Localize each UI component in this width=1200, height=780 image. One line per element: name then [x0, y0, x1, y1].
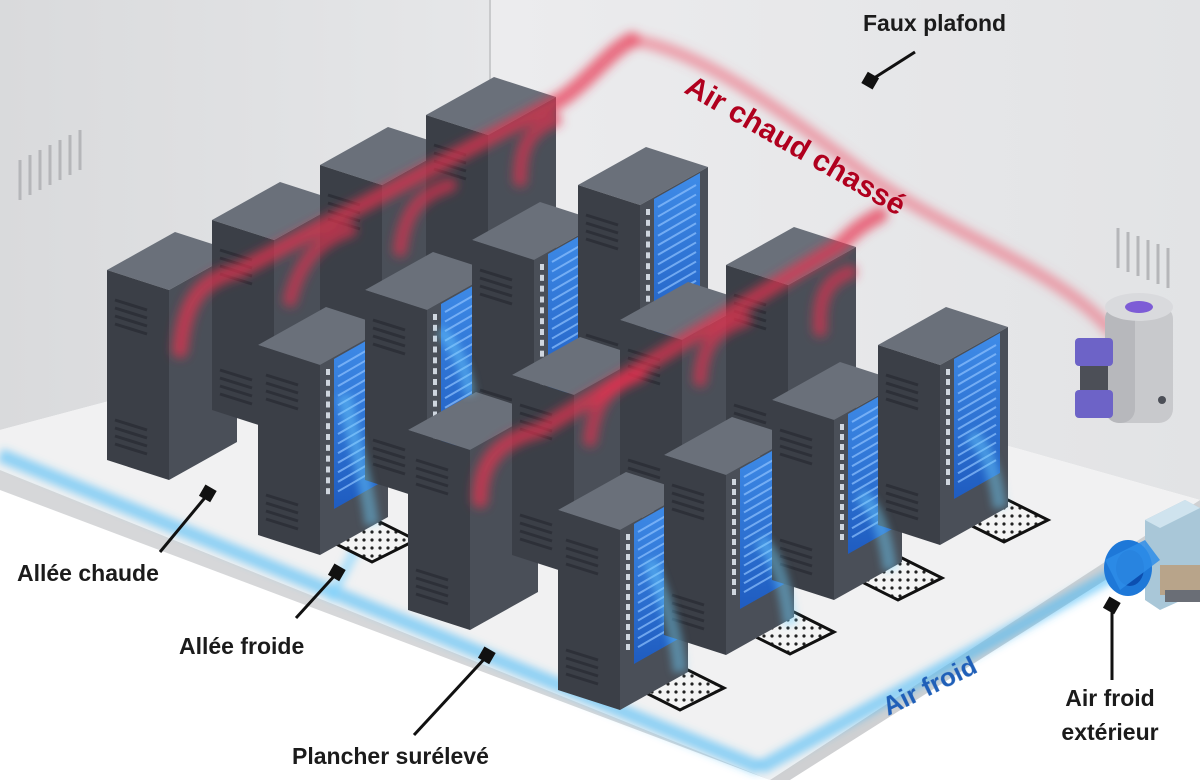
- callout-marker-icon: [477, 646, 496, 665]
- raised-floor-edge-left: [0, 470, 770, 780]
- label-air-froid-ext-line1: Air froid: [1065, 685, 1154, 711]
- callout-faux-plafond: [861, 50, 916, 90]
- callout-marker-icon: [327, 563, 346, 582]
- label-allee-chaude: Allée chaude: [17, 560, 159, 586]
- hot-air-streams: [172, 32, 1116, 508]
- server-racks: [107, 77, 1008, 710]
- wall-vent-right: [1116, 228, 1170, 288]
- callout-marker-icon: [861, 71, 880, 90]
- callout-air-froid-ext: [1102, 596, 1121, 680]
- wall-vent-left: [18, 130, 82, 200]
- cold-air-rising: [338, 325, 1007, 673]
- server-rack-icon: [878, 307, 1008, 545]
- label-allee-froide: Allée froide: [179, 633, 304, 659]
- callout-allee-chaude: [158, 484, 217, 553]
- label-plancher: Plancher surélevé: [292, 743, 489, 769]
- air-intake-duct-icon: [1104, 500, 1200, 610]
- server-rack-icon: [408, 392, 538, 630]
- callout-allee-froide: [294, 563, 346, 620]
- label-faux-plafond: Faux plafond: [863, 10, 1006, 36]
- label-air-froid-ext-line2: extérieur: [1061, 719, 1158, 745]
- callout-marker-icon: [198, 484, 217, 503]
- callout-plancher: [412, 646, 496, 737]
- cooling-unit-icon: [1075, 293, 1173, 423]
- callout-marker-icon: [1102, 596, 1121, 615]
